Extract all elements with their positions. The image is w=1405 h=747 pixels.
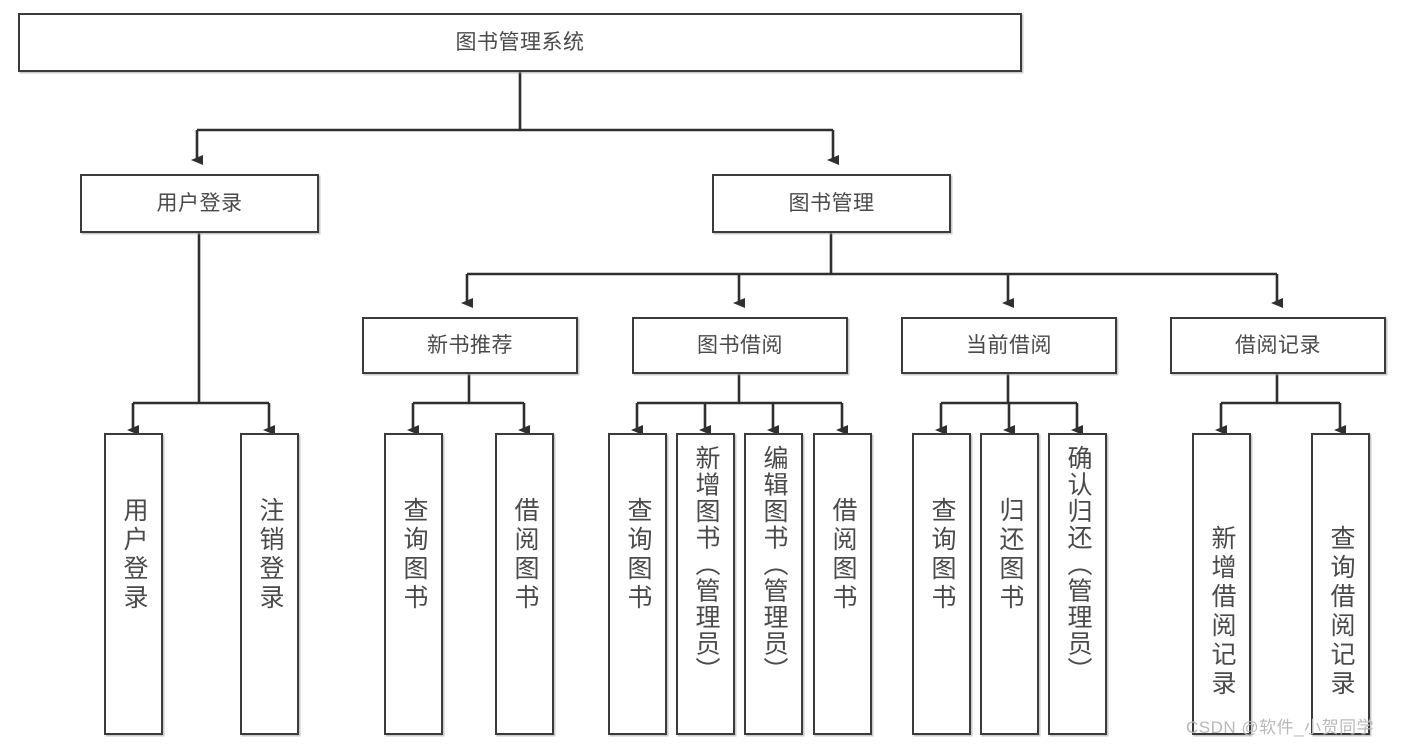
leaf-new-book-query-books[interactable]: 查询图书	[384, 433, 443, 735]
node-label: 图书管理	[788, 191, 875, 215]
node-borrow-record[interactable]: 借阅记录	[1170, 317, 1386, 374]
node-book-management[interactable]: 图书管理	[712, 174, 951, 233]
node-label: 用户登录	[120, 497, 148, 613]
node-label: 查询借阅记录	[1327, 525, 1355, 699]
node-label: 图书借阅	[697, 333, 783, 357]
node-label: 编辑图书（管理员）	[760, 445, 788, 684]
node-root-library-system[interactable]: 图书管理系统	[18, 13, 1022, 72]
leaf-record-add-borrow-record[interactable]: 新增借阅记录	[1192, 433, 1251, 735]
leaf-record-query-borrow-record[interactable]: 查询借阅记录	[1311, 433, 1370, 735]
leaf-new-book-borrow-books[interactable]: 借阅图书	[495, 433, 554, 735]
node-label: 新书推荐	[427, 333, 513, 357]
leaf-current-query-books[interactable]: 查询图书	[912, 433, 971, 735]
leaf-borrow-add-book-admin[interactable]: 新增图书（管理员）	[676, 433, 735, 735]
leaf-borrow-query-books[interactable]: 查询图书	[608, 433, 667, 735]
node-label: 查询图书	[400, 497, 428, 613]
node-user-login[interactable]: 用户登录	[80, 174, 319, 233]
node-label: 当前借阅	[966, 333, 1052, 357]
node-label: 用户登录	[156, 191, 243, 215]
node-label: 借阅图书	[511, 497, 539, 613]
node-current-borrow[interactable]: 当前借阅	[901, 317, 1117, 374]
node-label: 查询图书	[928, 497, 956, 613]
node-label: 图书管理系统	[455, 30, 585, 54]
csdn-watermark: CSDN @软件_小贺同学	[1186, 718, 1375, 737]
node-label: 确认归还（管理员）	[1064, 445, 1092, 684]
node-label: 新增图书（管理员）	[692, 445, 720, 684]
node-label: 借阅图书	[829, 497, 857, 613]
node-label: 查询图书	[624, 497, 652, 613]
node-label: 归还图书	[996, 497, 1024, 613]
node-label: 借阅记录	[1235, 333, 1321, 357]
leaf-current-confirm-return-admin[interactable]: 确认归还（管理员）	[1048, 433, 1107, 735]
node-label: 新增借阅记录	[1208, 525, 1236, 699]
leaf-user-login-signin[interactable]: 用户登录	[104, 433, 163, 735]
leaf-current-return-books[interactable]: 归还图书	[980, 433, 1039, 735]
leaf-user-login-signout[interactable]: 注销登录	[240, 433, 299, 735]
leaf-borrow-borrow-books[interactable]: 借阅图书	[813, 433, 872, 735]
node-book-borrow[interactable]: 图书借阅	[632, 317, 848, 374]
node-label: 注销登录	[256, 497, 284, 613]
node-new-book-recommend[interactable]: 新书推荐	[362, 317, 578, 374]
leaf-borrow-edit-book-admin[interactable]: 编辑图书（管理员）	[744, 433, 803, 735]
